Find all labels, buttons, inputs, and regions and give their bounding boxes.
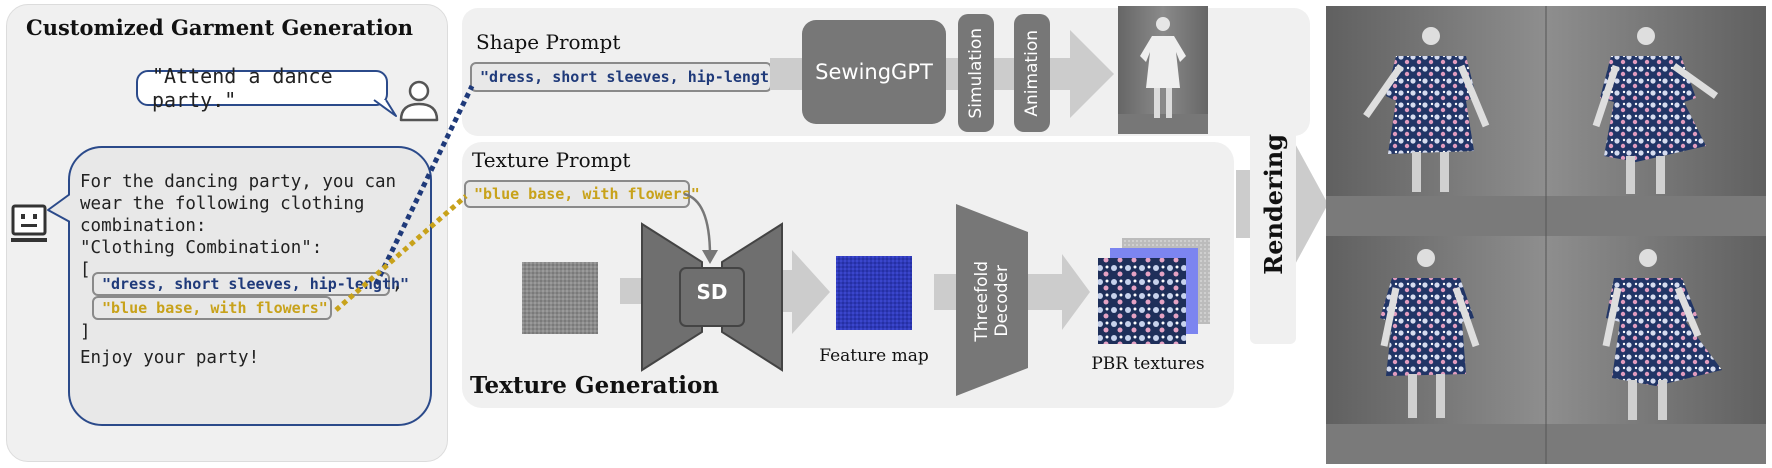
- rendered-results-grid: [1326, 6, 1766, 464]
- assistant-message-close: ]: [80, 322, 91, 342]
- noise-input-image: [522, 262, 598, 334]
- texture-prompt-box: "blue base, with flowers": [464, 180, 700, 208]
- shape-prompt-title: Shape Prompt: [476, 30, 621, 54]
- simulation-block: Simulation: [958, 14, 994, 132]
- texture-generation-title: Texture Generation: [470, 372, 720, 399]
- assistant-message-end: Enjoy your party!: [80, 348, 260, 368]
- assistant-item-comma: ,: [392, 274, 403, 294]
- pbr-textures-caption: PBR textures: [1091, 354, 1205, 374]
- feature-map-caption: Feature map: [819, 346, 929, 366]
- user-bubble-tail: [373, 99, 397, 117]
- sd-label: SD: [696, 280, 728, 304]
- assistant-message-line-4: "Clothing Combination":: [80, 238, 323, 258]
- animation-block: Animation: [1014, 14, 1050, 132]
- assistant-message-line-1: For the dancing party, you can: [80, 172, 397, 192]
- assistant-tail-mask: [70, 190, 78, 230]
- feature-map-image: [836, 256, 912, 330]
- customized-garment-title: Customized Garment Generation: [26, 15, 414, 40]
- texture-prompt-title: Texture Prompt: [472, 148, 631, 172]
- assistant-message-line-3: combination:: [80, 216, 207, 236]
- assistant-message-line-5: [: [80, 260, 91, 280]
- sewinggpt-block: SewingGPT: [802, 20, 946, 124]
- assistant-texture-item: "blue base, with flowers": [92, 296, 332, 320]
- simulated-garment-image: [1118, 6, 1208, 134]
- robot-icon: [11, 204, 47, 242]
- sewinggpt-label: SewingGPT: [815, 60, 933, 84]
- user-message-text: "Attend a dance party.": [152, 64, 333, 112]
- assistant-message-line-2: wear the following clothing: [80, 194, 365, 214]
- assistant-bubble-tail: [47, 193, 71, 223]
- pbr-textures-image: [1098, 238, 1210, 344]
- rendering-block: Rendering: [1250, 64, 1296, 344]
- threefold-decoder-shape: [956, 204, 1028, 396]
- sd-unet-shape: [641, 222, 783, 372]
- prompt-to-sd-arrow: [683, 192, 718, 264]
- shape-prompt-box: "dress, short sleeves, hip-length": [470, 62, 787, 92]
- user-icon: [399, 80, 439, 122]
- assistant-shape-item: "dress, short sleeves, hip-length": [92, 272, 409, 296]
- user-message-bubble: "Attend a dance party.": [136, 64, 388, 112]
